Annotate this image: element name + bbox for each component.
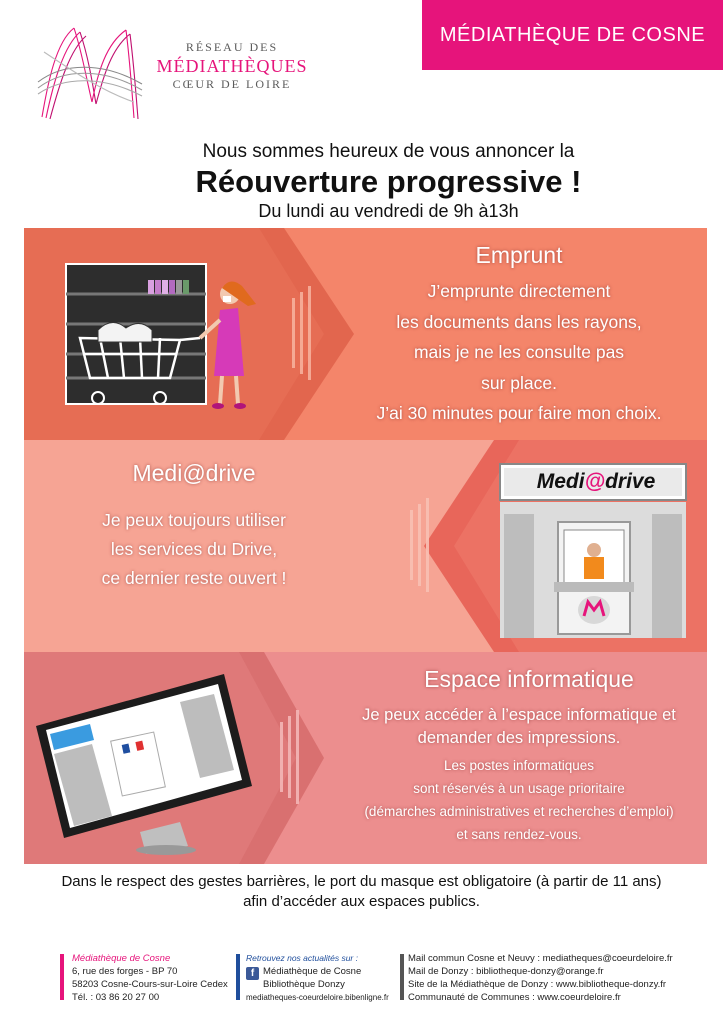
footer-address-head: Médiathèque de Cosne <box>72 953 171 964</box>
footer-contact-line[interactable]: Communauté de Communes : www.coeurdeloir… <box>408 992 621 1003</box>
informatique-line: demander des impressions. <box>417 729 621 747</box>
facebook-page-cosne[interactable]: Médiathèque de Cosne <box>263 966 362 977</box>
informatique-line: Je peux accéder à l’espace informatique … <box>362 706 676 724</box>
drive-line: les services du Drive, <box>110 539 278 559</box>
logo-line-2: MÉDIATHÈQUES <box>156 56 308 76</box>
informatique-detail-line: Les postes informatiques <box>443 758 595 773</box>
mask-notice: Dans le respect des gestes barrières, le… <box>0 872 723 912</box>
bookshelf-cart-illustration <box>65 263 256 409</box>
drive-title: Medi@drive <box>132 460 256 486</box>
informatique-text-main: Je peux accéder à l’espace informatique … <box>334 704 704 750</box>
emprunt-line: sur place. <box>481 372 557 393</box>
informatique-title: Espace informatique <box>424 666 634 692</box>
emprunt-text: J’emprunte directement les documents dan… <box>344 276 694 429</box>
emprunt-title: Emprunt <box>475 242 563 268</box>
footer-address: Médiathèque de Cosne 6, rue des forges -… <box>72 952 228 1004</box>
drive-sign-at: @ <box>584 470 606 493</box>
logo-text: RÉSEAU DES MÉDIATHÈQUES CŒUR DE LOIRE <box>152 40 312 92</box>
emprunt-line: mais je ne les consulte pas <box>413 342 625 362</box>
computer-screen-illustration <box>36 674 252 855</box>
drive-text: Je peux toujours utiliser les services d… <box>64 506 324 593</box>
intro-hours: Du lundi au vendredi de 9h à13h <box>258 201 519 221</box>
intro-title: Réouverture progressive ! <box>195 164 582 199</box>
intro: Nous sommes heureux de vous annoncer la … <box>0 140 723 222</box>
panel-emprunt: Emprunt J’emprunte directement les docum… <box>24 228 707 440</box>
footer-contact-line[interactable]: Site de la Médiathèque de Donzy : www.bi… <box>408 979 667 990</box>
footer-social-head: Retrouvez nos actualités sur : <box>246 953 358 963</box>
footer-contacts: Mail commun Cosne et Neuvy : mediatheque… <box>408 952 673 1004</box>
footer-divider <box>60 954 64 1000</box>
informatique-text-detail: Les postes informatiques sont réservés à… <box>334 754 704 846</box>
facebook-row: f Médiathèque de Cosne Bibliothèque Donz… <box>246 965 389 991</box>
emprunt-line: J’ai 30 minutes pour faire mon choix. <box>376 403 662 423</box>
footer-address-line: 58203 Cosne-Cours-sur-Loire Cedex <box>72 979 228 990</box>
drive-line: ce dernier reste ouvert ! <box>101 568 287 588</box>
footer-social: Retrouvez nos actualités sur : f Médiath… <box>246 952 389 1004</box>
drive-sign: Medi@drive <box>516 470 676 494</box>
intro-announcement: Nous sommes heureux de vous annoncer la <box>202 141 575 162</box>
drive-line: Je peux toujours utiliser <box>102 510 286 530</box>
informatique-detail-line: et sans rendez-vous. <box>456 827 582 842</box>
emprunt-line: les documents dans les rayons, <box>396 311 642 332</box>
notice-line-2: afin d’accéder aux espaces publics. <box>243 893 480 910</box>
footer-divider <box>236 954 240 1000</box>
footer-phone: Tél. : 03 86 20 27 00 <box>72 992 160 1003</box>
footer-contact-line[interactable]: Mail commun Cosne et Neuvy : mediatheque… <box>408 953 673 964</box>
footer-divider <box>400 954 404 1000</box>
footer-contact-line[interactable]: Mail de Donzy : bibliotheque-donzy@orang… <box>408 966 604 977</box>
footer-website[interactable]: mediatheques-coeurdeloire.bibenligne.fr <box>246 993 389 1002</box>
footer-address-line: 6, rue des forges - BP 70 <box>72 966 178 977</box>
facebook-page-donzy[interactable]: Bibliothèque Donzy <box>263 979 345 990</box>
emprunt-line: J’emprunte directement <box>427 281 611 301</box>
library-badge: MÉDIATHÈQUE DE COSNE <box>422 0 723 70</box>
informatique-detail-line: (démarches administratives et recherches… <box>364 804 674 819</box>
drive-sign-part1: Medi <box>536 470 585 493</box>
notice-line-1: Dans le respect des gestes barrières, le… <box>61 873 662 890</box>
logo-line-1: RÉSEAU DES <box>185 40 279 54</box>
panel-informatique: Espace informatique Je peux accéder à l’… <box>24 652 707 864</box>
facebook-icon: f <box>246 967 259 980</box>
panel-drive: Medi@drive Medi@drive Je peux toujours u… <box>24 440 707 652</box>
logo-m-icon <box>37 27 143 120</box>
informatique-detail-line: sont réservés à un usage prioritaire <box>413 781 625 796</box>
drive-sign-part2: drive <box>605 470 656 493</box>
logo-line-3: CŒUR DE LOIRE <box>172 77 292 91</box>
drive-counter-illustration <box>499 463 687 638</box>
network-logo: RÉSEAU DES MÉDIATHÈQUES CŒUR DE LOIRE <box>34 22 307 122</box>
